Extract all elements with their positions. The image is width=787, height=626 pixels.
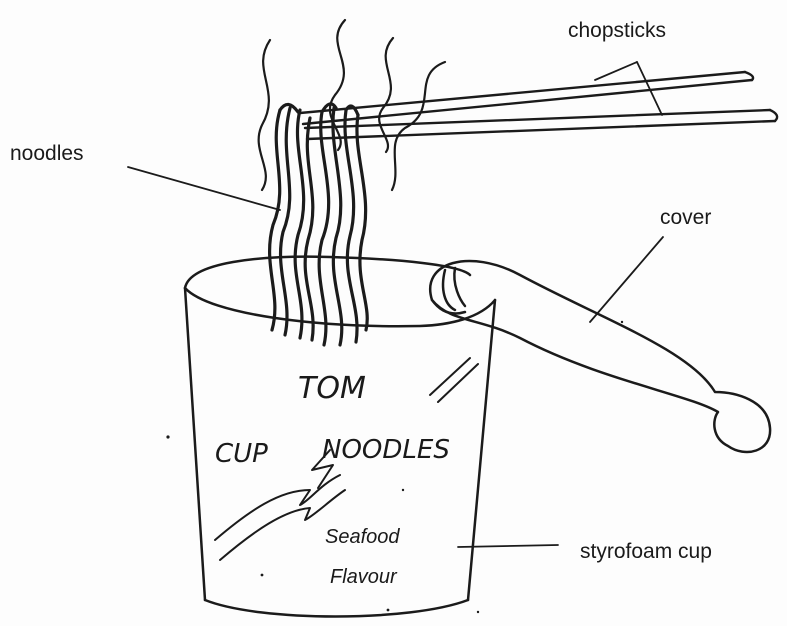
cup-word2-text: NOODLES [322,435,450,465]
label-cover: cover [660,206,711,229]
chopsticks-drawing [300,72,777,139]
label-noodles: noodles [10,142,84,165]
label-styrofoam-cup: styrofoam cup [580,540,712,563]
cup-brand-text: TOM [298,371,366,406]
cup-word1-text: CUP [215,439,268,469]
label-chopsticks: chopsticks [568,19,666,42]
flavour-line2: Flavour [330,566,398,588]
flavour-line1: Seafood [325,526,400,548]
noodles-drawing [270,104,368,345]
cover-drawing [430,261,770,452]
